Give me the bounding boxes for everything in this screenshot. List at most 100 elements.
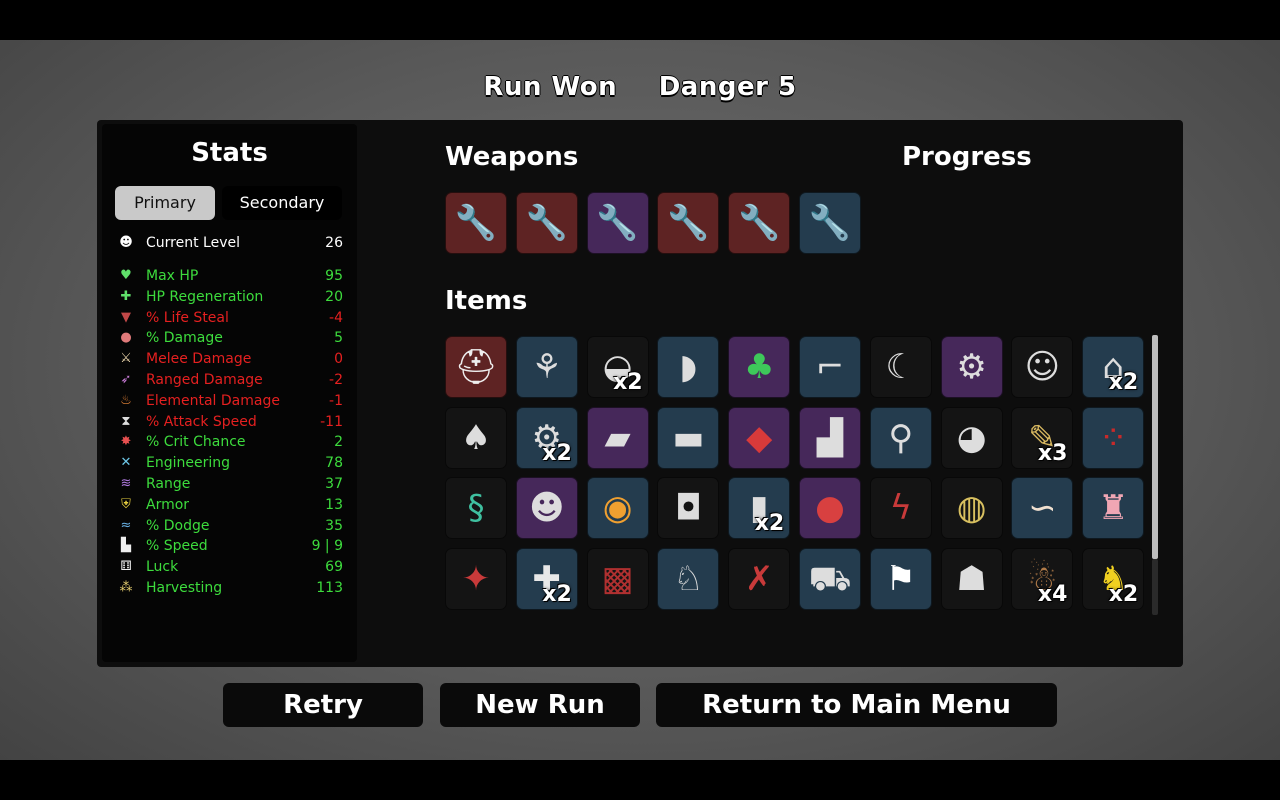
heart-icon: ♥ <box>120 268 132 283</box>
weapon-slot[interactable]: 🔧 <box>586 192 649 254</box>
item-slot[interactable]: ◆ <box>728 406 791 469</box>
signal-icon: ≋ <box>120 476 132 491</box>
item-slot[interactable]: ⛑ <box>445 336 507 398</box>
item-slot[interactable]: ☗ <box>940 547 1003 610</box>
stat-row: ♨Elemental Damage-1 <box>118 391 343 411</box>
item-count-badge: x2 <box>1108 370 1139 395</box>
item-slot[interactable]: ⚙x2 <box>515 406 578 469</box>
snake-icon: § <box>467 488 485 528</box>
item-slot[interactable]: ◉ <box>586 477 649 539</box>
bucket-icon: ▟ <box>816 417 844 458</box>
weapon-slot[interactable]: 🔧 <box>728 192 791 254</box>
item-slot[interactable]: ⚑ <box>869 547 932 610</box>
item-slot[interactable]: ● <box>799 477 861 539</box>
gadget-icon: ⚙ <box>956 347 987 387</box>
item-slot[interactable]: ✚x2 <box>515 547 578 610</box>
stat-row: ▼% Life Steal-4 <box>118 308 343 328</box>
item-slot[interactable]: ✎x3 <box>1011 406 1074 469</box>
item-slot[interactable]: ☃x4 <box>1011 547 1074 610</box>
item-slot[interactable]: ⁘ <box>1082 406 1145 469</box>
item-slot[interactable]: ⚙ <box>940 336 1003 398</box>
item-slot[interactable]: ⛟ <box>799 547 861 610</box>
retry-button[interactable]: Retry <box>223 683 423 727</box>
lantern-icon: ◘ <box>674 488 702 528</box>
stat-row: ⧗% Attack Speed-11 <box>118 412 343 432</box>
item-slot[interactable]: ♘ <box>657 547 720 610</box>
item-slot[interactable]: ♣ <box>728 336 791 398</box>
item-slot[interactable]: ☻ <box>515 477 578 539</box>
bow-icon: ➶ <box>120 372 132 387</box>
stat-label: Luck <box>146 559 179 576</box>
rat-icon: ◕ <box>956 417 987 458</box>
stat-value: 0 <box>334 351 343 368</box>
item-slot[interactable]: ▰ <box>586 406 649 469</box>
metal-plate-icon: ▮ <box>749 488 769 528</box>
item-slot[interactable]: ✗ <box>728 547 791 610</box>
item-slot[interactable]: ☾ <box>869 336 932 398</box>
pencil-icon: ✎ <box>1028 417 1057 458</box>
tab-secondary[interactable]: Secondary <box>222 186 342 220</box>
stat-value: -4 <box>329 309 343 326</box>
fangs-icon: ▼ <box>121 309 131 325</box>
toolbox-icon: ▰ <box>604 417 631 458</box>
wrench-icon: 🔧 <box>454 203 498 243</box>
stat-value: 2 <box>334 434 343 451</box>
weapon-slot[interactable]: 🔧 <box>799 192 861 254</box>
item-slot[interactable]: ▟ <box>799 406 861 469</box>
item-slot[interactable]: ♜ <box>1082 477 1145 539</box>
helmet-icon: ⛑ <box>454 347 498 387</box>
item-slot[interactable]: ⌐ <box>799 336 861 398</box>
weapons-title: Weapons <box>445 142 579 172</box>
cake-icon: ◒ <box>602 347 633 387</box>
items-scrollbar[interactable] <box>1152 335 1158 559</box>
item-slot[interactable]: ⌂x2 <box>1082 336 1145 398</box>
jacket-icon: ▩ <box>601 558 634 599</box>
item-slot[interactable]: ◘ <box>657 477 720 539</box>
dynamite-icon: ✦ <box>461 558 491 599</box>
item-slot[interactable]: ✦ <box>445 547 507 610</box>
item-slot[interactable]: § <box>445 477 507 539</box>
new-run-button[interactable]: New Run <box>440 683 640 727</box>
item-slot[interactable]: ϟ <box>869 477 932 539</box>
item-slot[interactable]: ▩ <box>586 547 649 610</box>
weapon-slot[interactable]: 🔧 <box>445 192 507 254</box>
tab-primary[interactable]: Primary <box>115 186 215 220</box>
item-slot[interactable]: ♞x2 <box>1082 547 1145 610</box>
stat-label: Elemental Damage <box>146 392 280 409</box>
item-slot[interactable]: ⚲ <box>869 406 932 469</box>
item-slot[interactable]: ☺ <box>1011 336 1074 398</box>
weapon-slot[interactable]: 🔧 <box>657 192 720 254</box>
item-slot[interactable]: ◍ <box>940 477 1003 539</box>
item-slot[interactable]: ◕ <box>940 406 1003 469</box>
letterbox-bottom <box>0 760 1280 800</box>
tongue-icon: ϟ <box>889 488 913 528</box>
stat-label: Max HP <box>146 268 199 284</box>
item-slot[interactable]: ⚘ <box>515 336 578 398</box>
medkit-icon: ✚ <box>532 558 562 599</box>
item-slot[interactable]: ▬ <box>657 406 720 469</box>
stats-panel: Stats Primary Secondary ☻ Current Level … <box>102 124 357 662</box>
stat-label: % Dodge <box>146 517 210 534</box>
blade-icon: ◗ <box>679 347 698 387</box>
item-slot[interactable]: ◗ <box>657 336 720 398</box>
items-scroll-track[interactable] <box>1152 559 1158 615</box>
item-slot[interactable]: ♠ <box>445 406 507 469</box>
item-slot[interactable]: ◒x2 <box>586 336 649 398</box>
ghost-icon: ☗ <box>956 558 987 599</box>
monkey-icon: ☃ <box>1027 558 1058 599</box>
item-slot[interactable]: ∽ <box>1011 477 1074 539</box>
mummy-icon: ☻ <box>529 488 565 528</box>
wrench-icon: 🔧 <box>738 203 781 243</box>
stat-label: % Damage <box>146 330 223 347</box>
stat-row-current-level: ☻ Current Level 26 <box>118 233 343 253</box>
boot-icon: ▙ <box>121 538 131 554</box>
weapon-slot[interactable]: 🔧 <box>515 192 578 254</box>
item-slot[interactable]: ▮x2 <box>728 477 791 539</box>
stat-value: 13 <box>325 496 343 513</box>
return-to-main-menu-button[interactable]: Return to Main Menu <box>656 683 1057 727</box>
wheelbarrow-icon: ⛟ <box>808 558 852 599</box>
turret-icon: ⚲ <box>888 417 914 458</box>
stat-label: Melee Damage <box>146 351 252 368</box>
bandana-icon: ◆ <box>746 417 773 458</box>
